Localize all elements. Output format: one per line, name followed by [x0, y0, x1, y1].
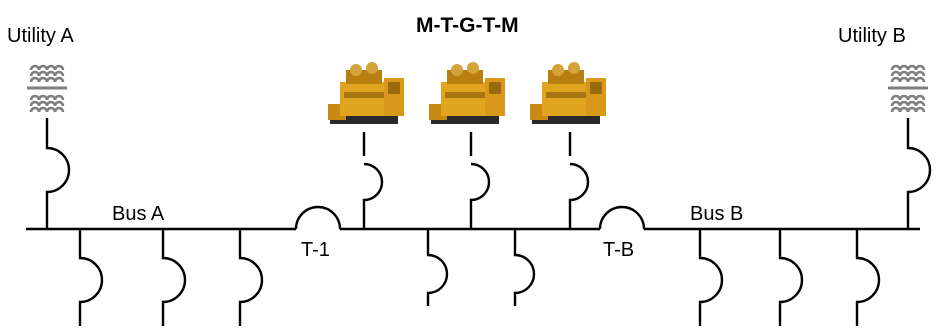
- generator-breakers: [362, 132, 590, 229]
- utility-a-transformer-icon: [25, 64, 69, 114]
- utility-a-label: Utility A: [7, 25, 74, 47]
- diagram-title: M-T-G-T-M: [416, 14, 519, 37]
- utility-b-transformer-icon: [886, 64, 930, 114]
- bus-a-feeders: [78, 229, 264, 326]
- tie-t1-label: T-1: [301, 239, 330, 261]
- generator-2-icon: [429, 62, 505, 124]
- utility-b-label: Utility B: [838, 25, 906, 47]
- utility-a-breaker: [45, 118, 71, 229]
- tie-breaker-t1: [294, 205, 342, 230]
- tie-tb-label: T-B: [603, 239, 635, 261]
- tie-breaker-tb: [598, 205, 646, 230]
- bus-b-feeders: [698, 229, 881, 326]
- bus-a-label: Bus A: [112, 203, 165, 225]
- generator-bus-feeders: [426, 229, 536, 306]
- generator-1-icon: [328, 62, 404, 124]
- utility-b-breaker: [906, 118, 932, 229]
- bus-b-label: Bus B: [690, 203, 744, 225]
- generator-3-icon: [530, 62, 606, 124]
